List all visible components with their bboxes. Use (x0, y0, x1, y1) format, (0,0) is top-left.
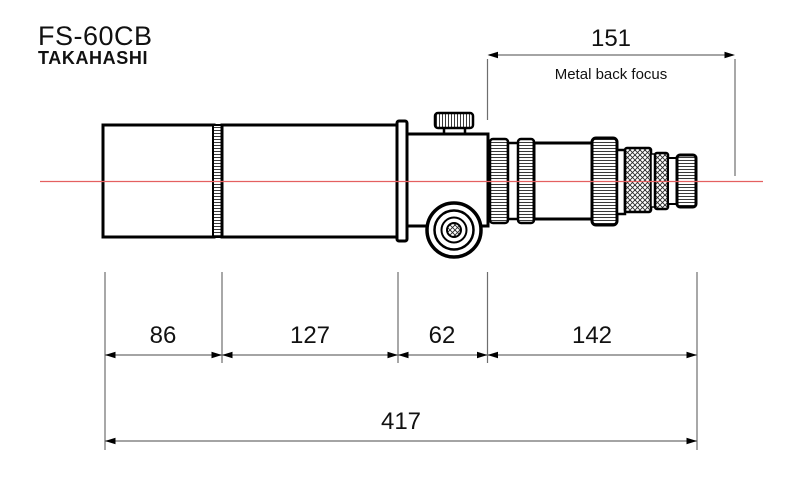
segment-value-main-tube: 127 (290, 322, 330, 349)
adapter-diamond-knurl-large (623, 146, 653, 214)
back-focus-caption: Metal back focus (555, 66, 668, 83)
arrowhead (105, 351, 116, 359)
arrowhead (477, 351, 488, 359)
segment-value-drawtube: 142 (572, 322, 612, 349)
segment-value-focuser: 62 (429, 322, 456, 349)
title-block: FS-60CB TAKAHASHI (38, 21, 153, 68)
dimension-segments (104, 272, 698, 450)
lock-knob-cap (433, 111, 475, 130)
overall-length-value: 417 (381, 408, 421, 435)
arrowhead-left (487, 51, 498, 59)
arrowhead (222, 351, 233, 359)
back-focus-value: 151 (591, 25, 631, 52)
dimension-overall-length (105, 437, 697, 445)
arrowhead-right (686, 437, 697, 445)
arrowhead-right (724, 51, 735, 59)
arrowhead-left (105, 437, 116, 445)
arrowheads (105, 351, 697, 359)
arrowhead (487, 351, 498, 359)
dimension-metal-back-focus (486, 51, 736, 176)
segment-value-dew-shield: 86 (150, 322, 177, 349)
telescope-drawing (101, 111, 698, 259)
brand-name: TAKAHASHI (38, 48, 148, 68)
arrowhead (686, 351, 697, 359)
arrowhead (398, 351, 409, 359)
arrowhead (387, 351, 398, 359)
focus-knob-screw-hub (446, 222, 462, 238)
model-name: FS-60CB (38, 21, 153, 51)
arrowhead (211, 351, 222, 359)
